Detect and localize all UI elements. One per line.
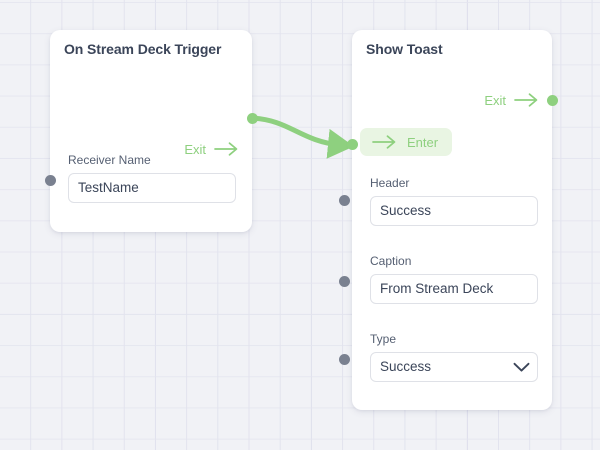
output-port-exit-trigger[interactable] bbox=[247, 113, 258, 124]
field-header[interactable]: Header Success bbox=[370, 176, 538, 226]
node-on-stream-deck-trigger[interactable]: On Stream Deck Trigger Exit Receiver Nam… bbox=[50, 30, 252, 232]
enter-port-label: Enter bbox=[407, 134, 439, 150]
field-receiver-name[interactable]: Receiver Name TestName bbox=[68, 153, 236, 203]
node-show-toast[interactable]: Show Toast Exit Enter Header Success Cap… bbox=[352, 30, 552, 410]
output-port-exit-toast[interactable] bbox=[547, 95, 558, 106]
input-port-receiver-name[interactable] bbox=[45, 175, 56, 186]
type-select[interactable]: Success bbox=[370, 352, 538, 382]
field-caption[interactable]: Caption From Stream Deck bbox=[370, 254, 538, 304]
field-type[interactable]: Type Success bbox=[370, 332, 538, 382]
node-title: On Stream Deck Trigger bbox=[64, 41, 222, 57]
enter-port-pill[interactable]: Enter bbox=[360, 128, 453, 156]
field-label: Caption bbox=[370, 254, 412, 268]
edge-trigger-exit-to-toast-enter bbox=[249, 115, 354, 159]
exit-port-label: Exit bbox=[184, 141, 206, 157]
caption-input[interactable]: From Stream Deck bbox=[370, 274, 538, 304]
type-select-value: Success bbox=[380, 359, 432, 374]
field-label: Header bbox=[370, 176, 410, 190]
field-label: Receiver Name bbox=[68, 153, 151, 167]
input-port-caption[interactable] bbox=[339, 276, 350, 287]
arrow-right-icon bbox=[214, 142, 238, 156]
arrow-right-icon bbox=[372, 135, 396, 149]
exit-port-label: Exit bbox=[484, 92, 506, 108]
input-port-header[interactable] bbox=[339, 195, 350, 206]
exit-port-row[interactable]: Exit bbox=[184, 142, 240, 156]
receiver-name-input[interactable]: TestName bbox=[68, 173, 236, 203]
input-port-enter-toast[interactable] bbox=[347, 139, 358, 150]
input-port-type[interactable] bbox=[339, 354, 350, 365]
node-title: Show Toast bbox=[366, 41, 443, 57]
header-input[interactable]: Success bbox=[370, 196, 538, 226]
chevron-down-icon[interactable] bbox=[513, 362, 530, 373]
arrow-right-icon bbox=[514, 93, 538, 107]
exit-port-row[interactable]: Exit bbox=[484, 93, 540, 107]
field-label: Type bbox=[370, 332, 397, 346]
